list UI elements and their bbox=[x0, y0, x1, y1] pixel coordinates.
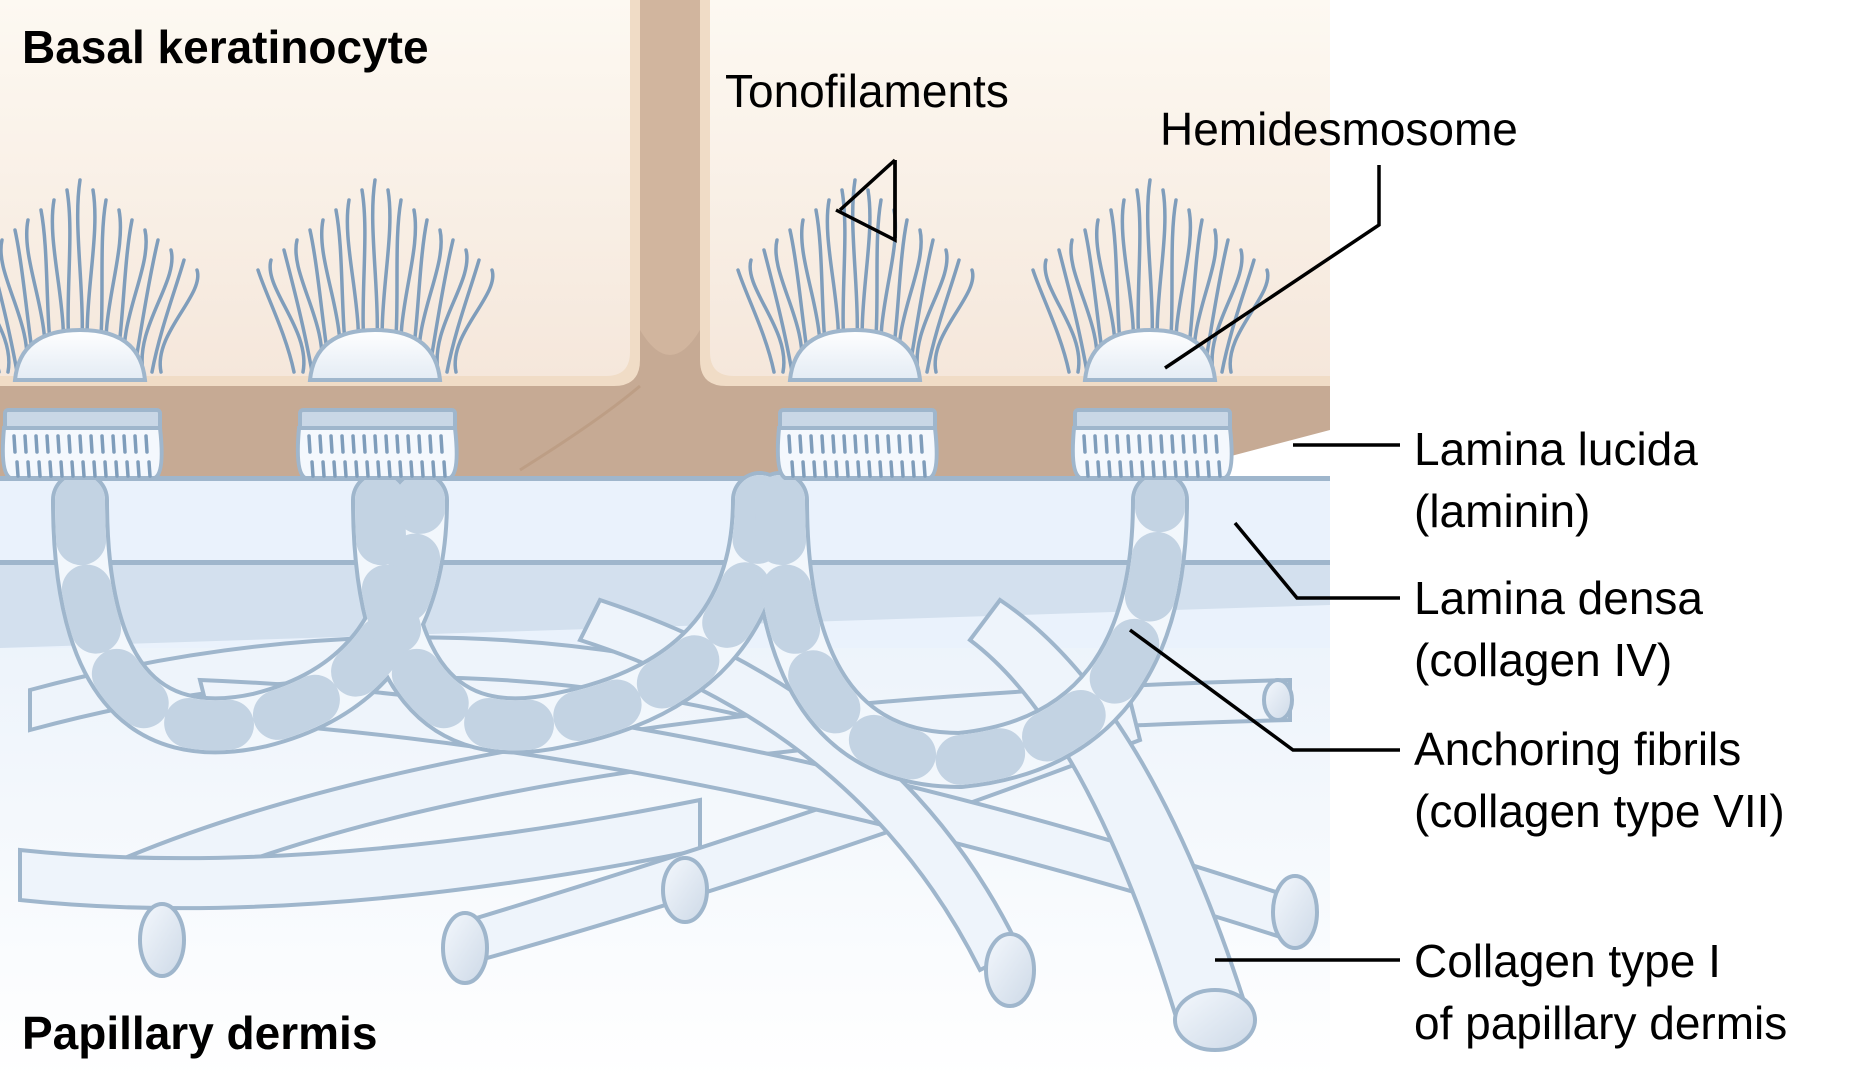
hemidesmosome-plaque bbox=[1082, 327, 1218, 382]
hemidesmosome-plaque bbox=[787, 327, 923, 382]
collagen-fiber-end bbox=[138, 902, 186, 978]
hemidesmosome-plaque bbox=[12, 327, 148, 382]
hemidesmosome-unit bbox=[736, 178, 975, 480]
lamina-densa-leader bbox=[1233, 521, 1400, 600]
hemidesmosome-unit bbox=[256, 178, 495, 480]
basal-keratinocyte-title: Basal keratinocyte bbox=[22, 21, 429, 73]
hemidesmosome-label: Hemidesmosome bbox=[1160, 103, 1518, 155]
collagen-fiber-end bbox=[1271, 874, 1319, 950]
lamina-densa-label: Lamina densa (collagen IV) bbox=[1414, 572, 1703, 686]
lamina-lucida-label: Lamina lucida (laminin) bbox=[1414, 423, 1698, 537]
papillary-dermis-title: Papillary dermis bbox=[22, 1007, 378, 1059]
leader-lines bbox=[835, 158, 1400, 962]
anchoring-fibrils-leader bbox=[1128, 628, 1400, 752]
collagen-type-i-label: Collagen type I of papillary dermis bbox=[1414, 935, 1788, 1049]
hemidesmosomes bbox=[0, 178, 1270, 480]
collagen-fiber-end bbox=[984, 932, 1036, 1008]
hemidesmosome-leader bbox=[1164, 165, 1381, 370]
anchoring-fibrils-label: Anchoring fibrils (collagen type VII) bbox=[1414, 723, 1785, 837]
keratinocyte-layer bbox=[0, 0, 1330, 480]
hemidesmosome-unit bbox=[1031, 178, 1270, 480]
hemidesmosome-unit bbox=[0, 178, 200, 480]
lamina-lucida bbox=[0, 478, 1330, 562]
anchoring-fibrils bbox=[51, 471, 1189, 790]
collagen-fiber-end bbox=[1173, 988, 1257, 1052]
tonofilaments-label: Tonofilaments bbox=[725, 65, 1009, 117]
hemidesmosome-plaque bbox=[307, 327, 443, 382]
collagen-fiber-end bbox=[661, 856, 709, 924]
collagen-fiber-end bbox=[1262, 678, 1294, 722]
collagen-fiber-end bbox=[441, 911, 489, 985]
